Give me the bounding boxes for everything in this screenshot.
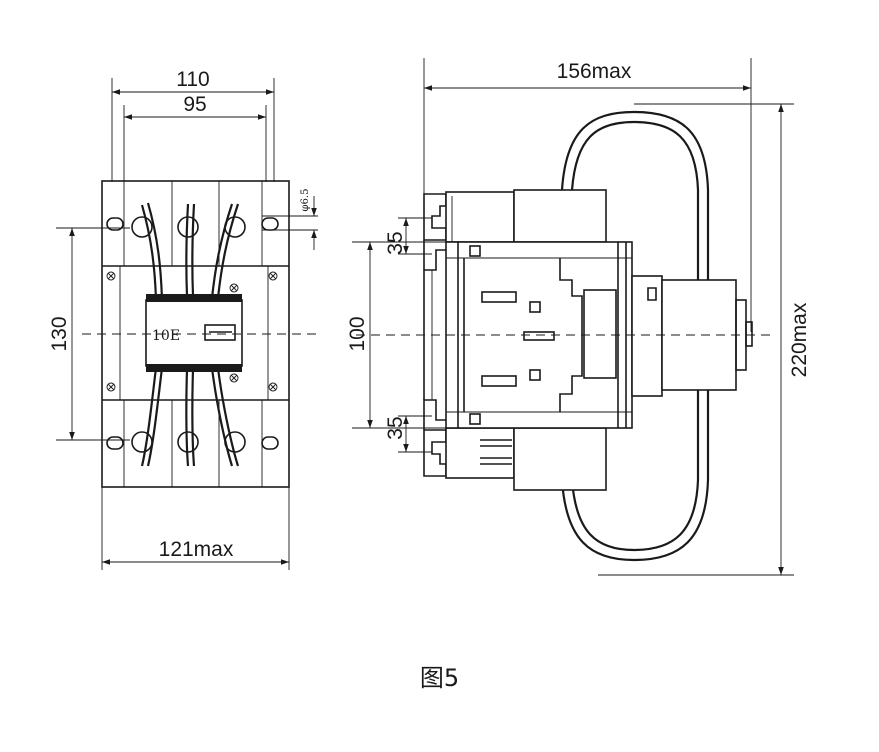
- dim-text-130: 130: [48, 316, 71, 351]
- dim-text-95: 95: [183, 93, 206, 116]
- figure-caption: 图5: [419, 664, 460, 692]
- side-view: 156max 220max 100 35 35: [346, 58, 811, 576]
- module-label: 10E: [152, 328, 180, 344]
- dim-text-220max: 220max: [788, 302, 811, 377]
- dim-text-35-top: 35: [384, 231, 407, 254]
- dim-text-100: 100: [346, 316, 369, 351]
- dim-text-110: 110: [176, 68, 209, 91]
- dim-text-35-bottom: 35: [384, 416, 407, 439]
- front-view: 110 95 121max 130 φ6.5: [48, 68, 318, 570]
- dim-text-hole: φ6.5: [300, 189, 311, 212]
- dim-text-121max: 121max: [159, 538, 234, 561]
- dim-text-156max: 156max: [557, 60, 632, 83]
